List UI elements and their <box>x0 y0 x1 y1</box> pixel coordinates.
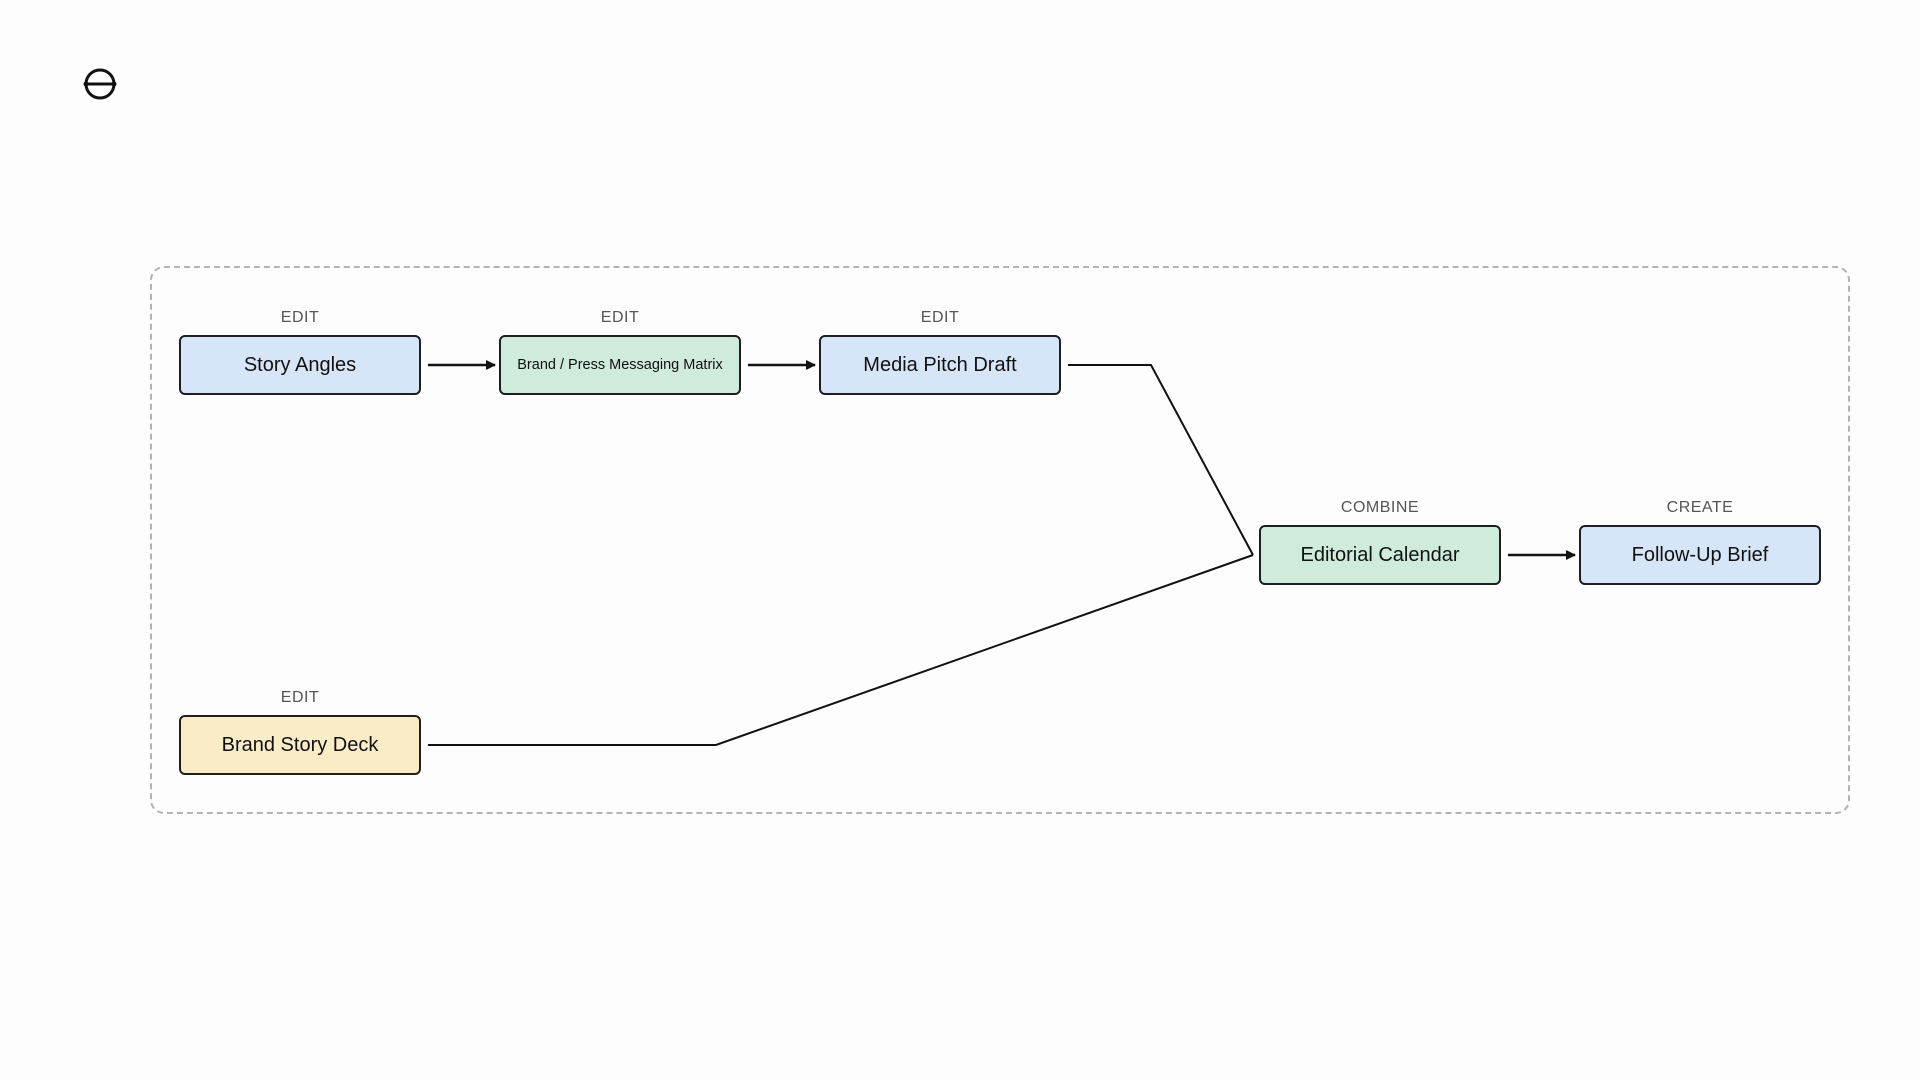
node-editorial-calendar[interactable]: Editorial Calendar <box>1259 525 1501 585</box>
node-op-label: EDIT <box>280 309 320 326</box>
circle-bar-logo-icon[interactable] <box>82 66 118 102</box>
node-op-label: COMBINE <box>1340 499 1420 516</box>
node-op-label: EDIT <box>920 309 960 326</box>
node-messaging-matrix[interactable]: Brand / Press Messaging Matrix <box>499 335 741 395</box>
node-follow-up-brief[interactable]: Follow-Up Brief <box>1579 525 1821 585</box>
node-op-label: EDIT <box>600 309 640 326</box>
node-story-angles[interactable]: Story Angles <box>179 335 421 395</box>
node-op-label: EDIT <box>280 689 320 706</box>
node-op-label: CREATE <box>1666 499 1734 516</box>
workflow-group-frame <box>150 266 1850 814</box>
node-media-pitch-draft[interactable]: Media Pitch Draft <box>819 335 1061 395</box>
node-brand-story-deck[interactable]: Brand Story Deck <box>179 715 421 775</box>
